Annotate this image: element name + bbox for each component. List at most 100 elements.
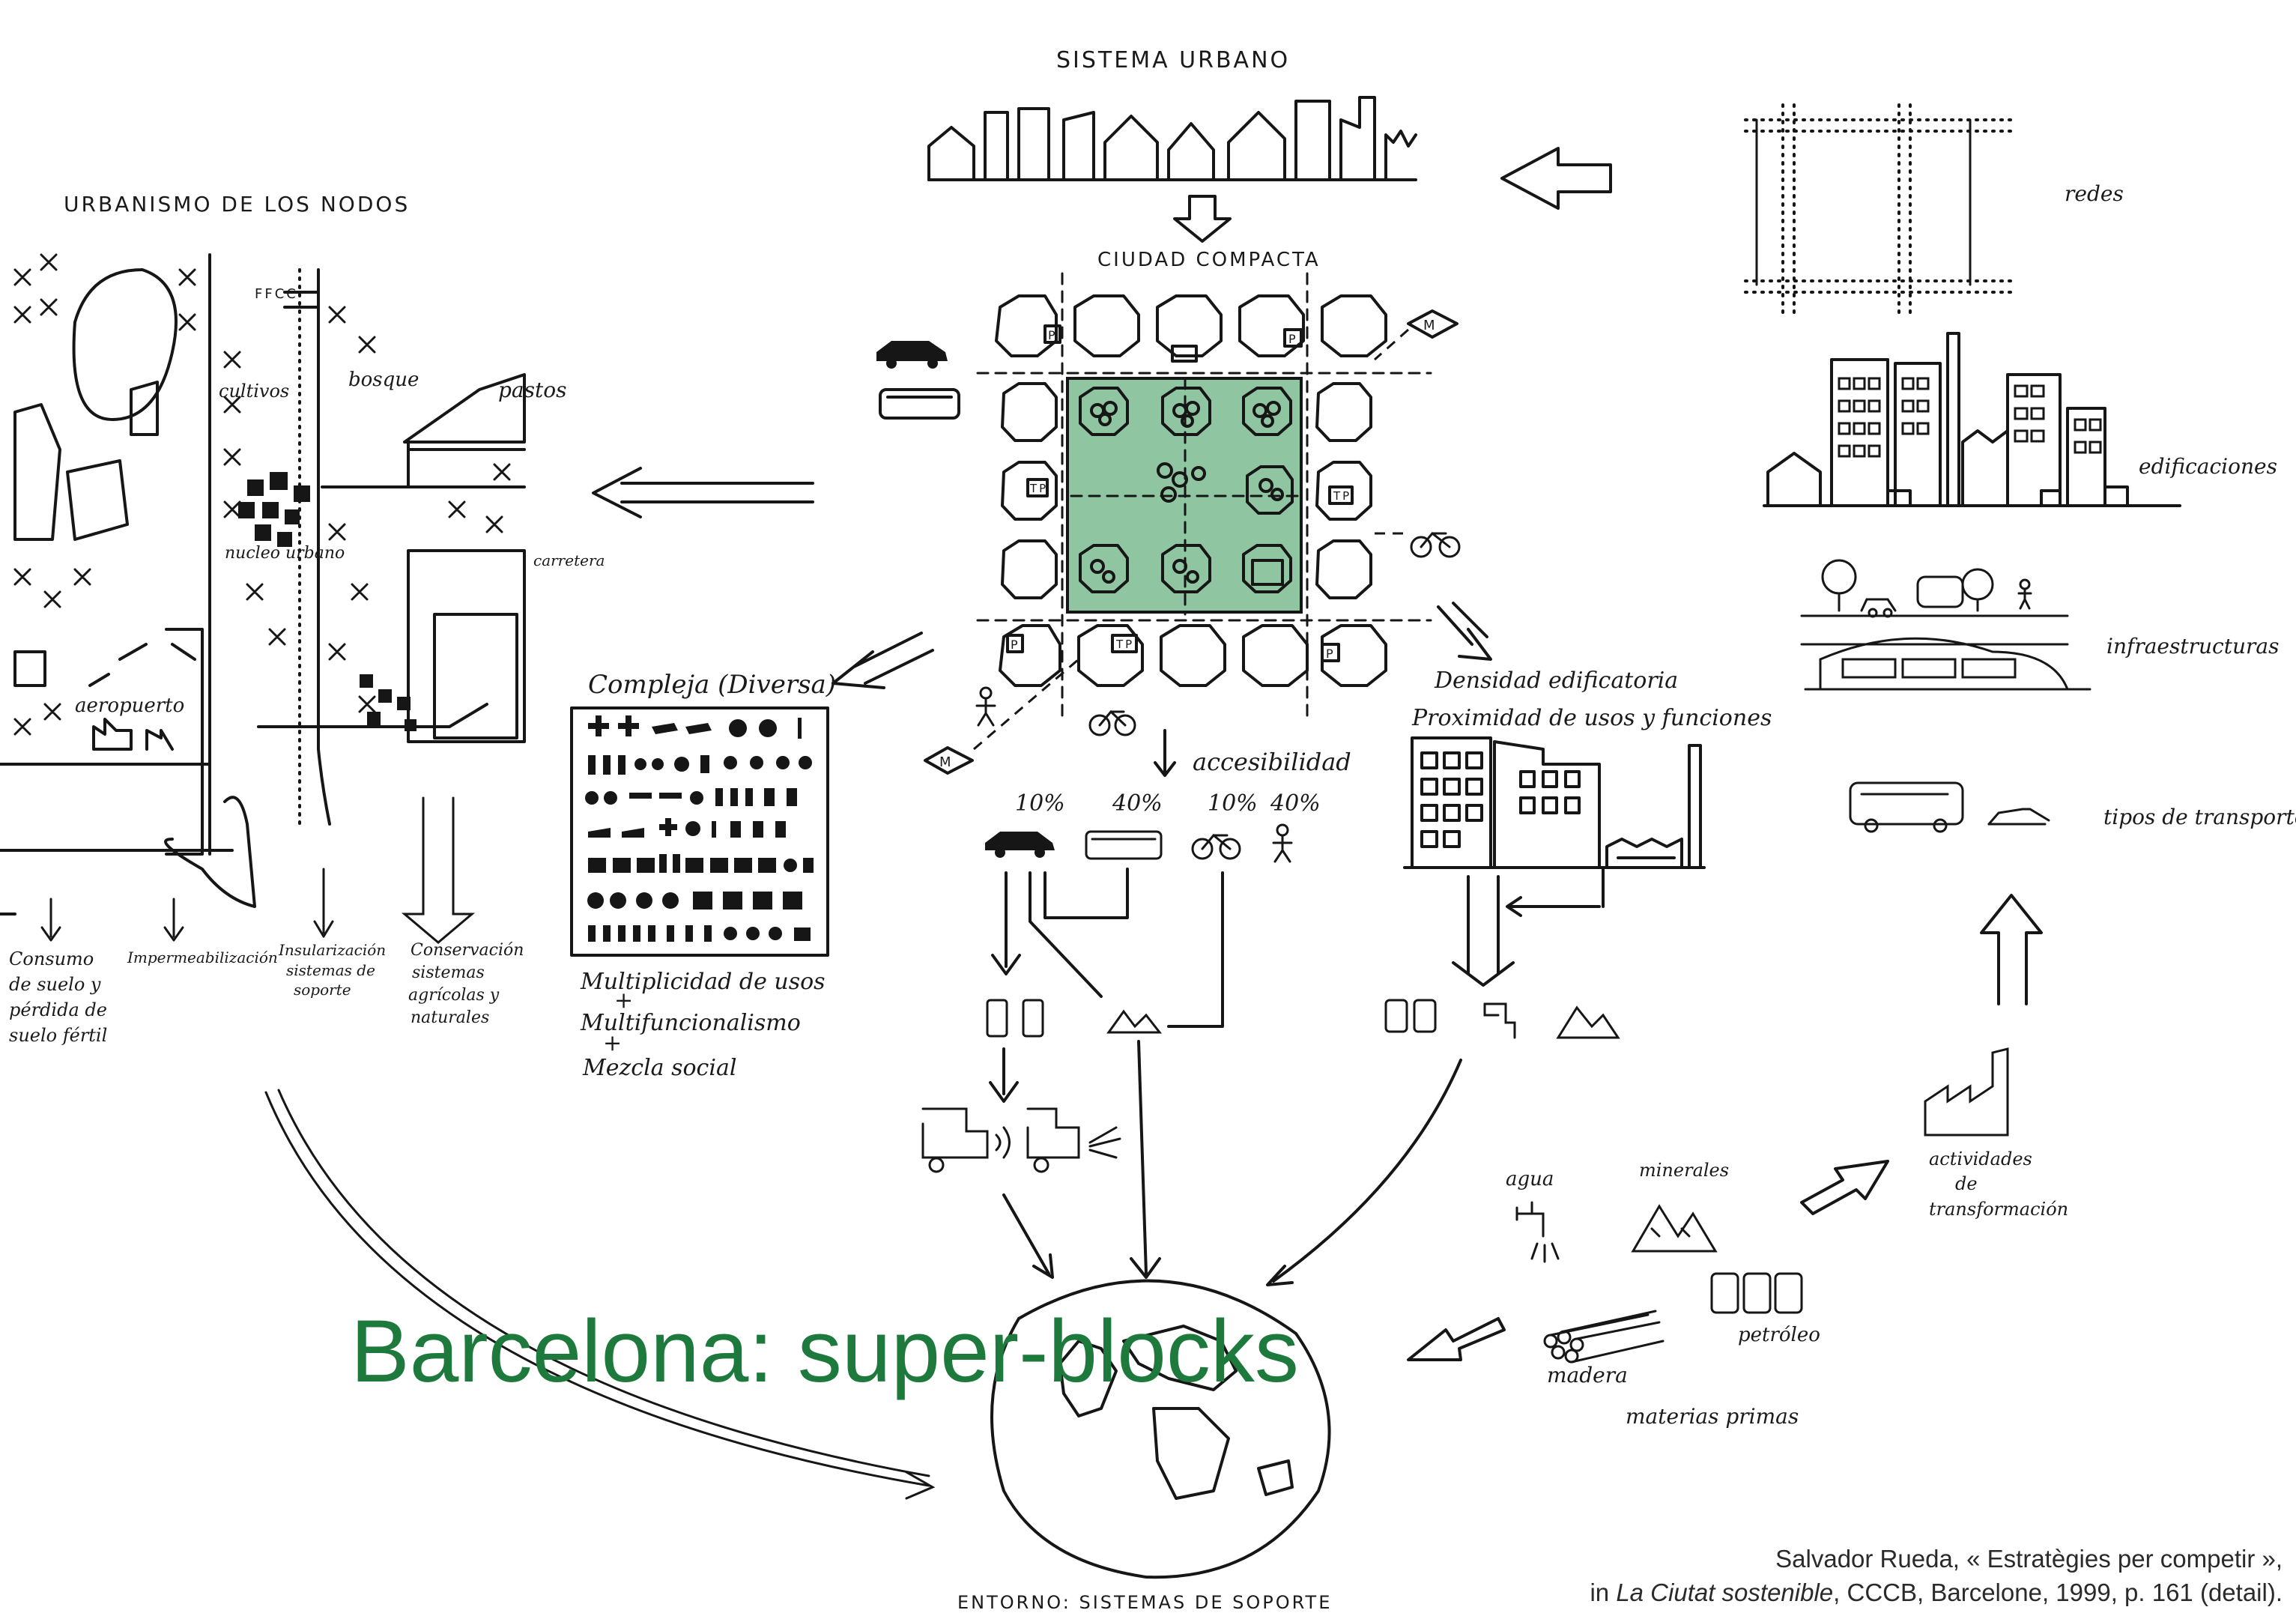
orbit-arc-left-inner — [277, 1089, 930, 1477]
left-down-arrows — [40, 796, 476, 944]
label-tp-1: TP — [1029, 482, 1048, 495]
label-conservacion: Conservación sistemas agrícolas y natura… — [408, 941, 529, 1027]
densidad-buildings — [1403, 736, 1706, 987]
car-icon — [876, 341, 948, 369]
arrow-materias-to-earth — [1407, 1317, 1506, 1361]
source-credit: Salvador Rueda, « Estratègies per compet… — [1234, 1542, 2283, 1609]
label-madera: madera — [1547, 1363, 1628, 1387]
page-title: Barcelona: super-blocks — [351, 1302, 1299, 1401]
label-tipos-transporte: tipos de transporte — [2103, 805, 2296, 829]
label-cultivos: cultivos — [219, 381, 289, 402]
label-actividades: actividades de transformación — [1929, 1149, 2068, 1220]
credit-line-1: Salvador Rueda, « Estratègies per compet… — [1775, 1545, 2283, 1573]
landscape-drawing — [0, 253, 526, 916]
metro-sign-top — [1407, 309, 1459, 339]
pedestrian-icon — [975, 686, 996, 727]
label-urbanismo-nodos: URBANISMO DE LOS NODOS — [64, 192, 410, 217]
pct-walk: 40% — [1270, 790, 1321, 817]
mode-bus-icon — [1085, 830, 1163, 860]
credit-publisher: , CCCB, Barcelone, 1999, p. 161 (detail)… — [1833, 1579, 2283, 1606]
mode-walk-icon — [1272, 823, 1293, 863]
label-p-3: P — [1011, 638, 1020, 652]
credit-in: in — [1590, 1579, 1617, 1606]
label-aeropuerto: aeropuerto — [75, 694, 184, 717]
label-p-1: P — [1048, 328, 1058, 342]
mode-car-icon — [985, 832, 1055, 858]
redes-grid — [1744, 103, 2017, 316]
pct-bike: 10% — [1208, 790, 1258, 817]
pct-bus: 40% — [1112, 790, 1163, 817]
bus-icon — [879, 388, 960, 420]
infraestructuras-drawing — [1800, 559, 2091, 691]
earth-drawing — [990, 1279, 1331, 1579]
flow-lines-center — [989, 868, 1224, 1103]
label-ffcc: FFCC — [255, 286, 298, 302]
label-tp-2: TP — [1333, 489, 1351, 503]
skyline-drawing — [927, 96, 1417, 181]
label-petroleo: petróleo — [1738, 1324, 1820, 1346]
metro-line-bottom — [973, 658, 1079, 751]
label-densidad: Densidad edificatoria Proximidad de usos… — [1411, 668, 1772, 731]
label-accesibilidad: accesibilidad — [1193, 748, 1351, 776]
bicycle-icon-right — [1410, 531, 1461, 558]
label-compleja: Compleja (Diversa) — [588, 670, 836, 700]
tipos-transporte-drawing — [1849, 781, 2050, 833]
label-p-2: P — [1288, 332, 1298, 346]
label-consumo: Consumo de suelo y pérdida de suelo fért… — [9, 948, 113, 1046]
arrow-ciudad-to-densidad — [1437, 602, 1492, 661]
label-insularizacion: Insularización sistemas de soporte — [278, 941, 391, 999]
label-pastos: pastos — [498, 378, 566, 402]
arrow-ciudad-to-compleja — [832, 632, 934, 689]
label-infraestructuras: infraestructuras — [2106, 634, 2279, 659]
fuel-cans-icon — [986, 999, 1044, 1038]
label-ciudad-compacta: CIUDAD COMPACTA — [1097, 249, 1321, 271]
arrow-sistema-to-ciudad — [1173, 195, 1232, 243]
arrow-up-to-transporte — [1980, 894, 2043, 1005]
bicycle-icon-bottom — [1088, 709, 1136, 736]
cross-hatch-fields — [13, 253, 511, 736]
pct-car: 10% — [1015, 790, 1065, 817]
orbit-arc-left — [264, 1091, 936, 1500]
resource-icons-right — [1384, 999, 1620, 1039]
label-edificaciones: edificaciones — [2139, 454, 2277, 479]
petroleo-barrels-icon — [1710, 1272, 1803, 1314]
minerales-mountains-icon — [1631, 1204, 1718, 1253]
compleja-box — [570, 706, 829, 957]
label-metro-top: M — [1423, 318, 1438, 333]
mountain-icon-center — [1106, 1009, 1163, 1034]
label-entorno: ENTORNO: SISTEMAS DE SOPORTE — [957, 1592, 1332, 1613]
metro-line-top — [1374, 328, 1409, 361]
mode-bike-icon — [1191, 833, 1241, 860]
arrow-to-actividades — [1800, 1160, 1889, 1215]
agua-tap-icon — [1515, 1201, 1560, 1263]
label-multiplicidad: Multiplicidad de usos + Multifuncionalis… — [580, 969, 832, 1081]
credit-book-title: La Ciutat sostenible — [1616, 1579, 1834, 1606]
label-metro-bottom: M — [939, 754, 954, 770]
label-sistema-urbano: SISTEMA URBANO — [1056, 47, 1290, 73]
edificaciones-drawing — [1763, 332, 2181, 507]
label-minerales: minerales — [1639, 1160, 1729, 1181]
label-redes: redes — [2065, 181, 2124, 206]
arrow-redes-to-sistema — [1500, 147, 1612, 210]
madera-logs-icon — [1543, 1310, 1665, 1364]
arrows-to-earth — [1002, 1040, 1462, 1286]
arrow-down-accesibilidad — [1154, 729, 1176, 777]
label-tp-3: TP — [1115, 638, 1134, 651]
compleja-symbols — [585, 715, 814, 942]
factory-icon — [1924, 1047, 2009, 1137]
label-agua: agua — [1506, 1168, 1554, 1190]
car-exhaust-icons — [921, 1107, 1121, 1173]
credit-line-2: in La Ciutat sostenible, CCCB, Barcelone… — [1234, 1576, 2283, 1609]
label-carretera: carretera — [533, 551, 605, 569]
label-impermeabilizacion: Impermeabilización — [127, 948, 278, 966]
label-bosque: bosque — [348, 369, 419, 391]
edificaciones-windows — [1838, 377, 2102, 458]
metro-sign-bottom — [924, 746, 974, 775]
urban-nucleus-blobs — [238, 472, 417, 731]
label-p-4: P — [1326, 647, 1336, 661]
arrow-ciudad-to-nodos — [592, 467, 814, 518]
label-nucleo-urbano: nucleo urbano — [225, 544, 345, 563]
compact-city-grid — [976, 272, 1432, 721]
label-materias-primas: materias primas — [1626, 1404, 1799, 1429]
